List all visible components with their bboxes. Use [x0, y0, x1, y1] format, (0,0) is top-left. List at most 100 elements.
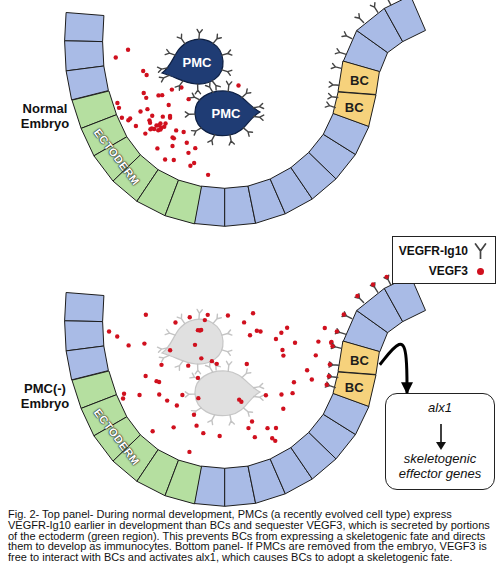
receptor	[158, 347, 168, 352]
vegf3-dot	[159, 126, 163, 130]
vegf3-dot	[206, 173, 210, 177]
bc-cell: BC	[338, 341, 379, 375]
vegf3-dot	[264, 393, 268, 397]
vegf3-dot	[150, 114, 154, 118]
ghost-pmc-body	[195, 371, 260, 416]
vegf3-dot	[117, 106, 121, 110]
epithelial-cell	[309, 414, 356, 459]
vegf3-dot	[203, 318, 207, 322]
vegf3-dot	[128, 116, 132, 120]
receptor	[192, 408, 202, 415]
receptor	[165, 50, 175, 56]
vegf3-dot	[274, 337, 278, 341]
vegf3-dot	[150, 429, 154, 433]
cell-label: PMC	[183, 55, 212, 70]
vegf3-dot	[281, 407, 285, 411]
legend-text: VEGF3	[429, 264, 468, 278]
receptor	[355, 14, 364, 23]
vegf3-dot	[316, 339, 320, 343]
vegf3-dot	[279, 331, 283, 335]
receptor	[227, 361, 232, 371]
vegf3-dot	[310, 377, 314, 381]
vegf3-dot	[188, 164, 192, 168]
vegf3-dot	[285, 326, 289, 330]
receptor	[158, 67, 168, 72]
vegf3-dot	[158, 121, 162, 125]
vegf3-dot	[215, 362, 219, 366]
vegf3-dot	[160, 93, 164, 97]
vegf3-dot	[144, 73, 148, 77]
cell-label: BC	[350, 72, 369, 87]
arrow-head	[436, 442, 446, 450]
vegf3-dot	[170, 87, 174, 91]
receptor	[325, 102, 335, 108]
vegf3-dot	[107, 329, 111, 333]
vegf3-dot	[329, 340, 333, 344]
ghost-pmc	[158, 309, 232, 373]
epithelial-cell	[225, 466, 256, 506]
vegf3-dot	[134, 124, 138, 128]
pmc-body	[195, 91, 260, 136]
vegf3-dot	[157, 380, 161, 384]
receptor	[165, 330, 175, 336]
receptor	[190, 373, 200, 380]
receptor	[229, 135, 234, 145]
vegf3-dot	[292, 380, 296, 384]
vegf3-dot	[246, 426, 250, 430]
cell	[333, 92, 376, 126]
receptor	[175, 81, 183, 90]
vegf3-dot	[196, 328, 200, 332]
vegf3-dot	[173, 320, 177, 324]
vegf3-dot	[150, 126, 154, 130]
vegf3-dot	[192, 161, 196, 165]
panel-label: PMC(-) Embryo	[12, 381, 78, 411]
vegf3-dot	[274, 426, 278, 430]
ghost-pmc	[185, 361, 263, 425]
vegf3-dot	[198, 328, 202, 332]
receptor	[185, 392, 195, 397]
vegf3-dot	[239, 400, 243, 404]
receptor	[254, 395, 264, 400]
vegf3-dot	[188, 315, 192, 319]
bound-vegf3-dot	[330, 344, 334, 348]
receptor	[212, 81, 220, 90]
legend-text: VEGFR-Ig10	[399, 244, 468, 258]
legend-entry: VEGF3	[397, 261, 487, 281]
vegf3-dot	[142, 91, 146, 95]
vegf3-dot	[159, 363, 163, 367]
vegf3-dot	[305, 368, 309, 372]
vegf3-dot	[329, 341, 333, 345]
receptor	[242, 369, 251, 378]
receptor	[254, 103, 264, 108]
receptor	[159, 355, 169, 362]
vegf3-dot	[251, 311, 255, 315]
epithelial-cell	[291, 152, 336, 199]
receptor	[342, 312, 352, 319]
receptor	[195, 84, 200, 94]
bound-vegf3-dot	[335, 329, 339, 333]
figure-caption: Fig. 2- Top panel- During normal develop…	[8, 509, 494, 563]
vegf3-dot	[180, 393, 184, 397]
vegf3-dot	[279, 392, 283, 396]
receptor	[325, 382, 335, 388]
receptor	[185, 112, 195, 117]
vegf3-dot	[138, 109, 142, 113]
vegf3-dot	[126, 118, 130, 122]
epithelial-cell	[248, 459, 285, 503]
ghost-pmc-body	[162, 319, 223, 364]
epithelial-cell	[65, 293, 104, 322]
epithelial-cell	[65, 321, 104, 351]
vegf3-dot	[156, 93, 160, 97]
receptor	[476, 244, 486, 259]
vegf3-dot	[148, 127, 152, 131]
receptor	[177, 314, 185, 324]
vegf3-dot	[201, 431, 205, 435]
vegf3-dot	[199, 328, 203, 332]
vegf3-dot	[253, 435, 257, 439]
vegf3-dot	[181, 130, 185, 134]
vegf3-dot	[245, 362, 249, 366]
vegf3-dot	[273, 439, 277, 443]
vegf3-dot	[137, 393, 141, 397]
vegf3-dot	[170, 144, 174, 148]
